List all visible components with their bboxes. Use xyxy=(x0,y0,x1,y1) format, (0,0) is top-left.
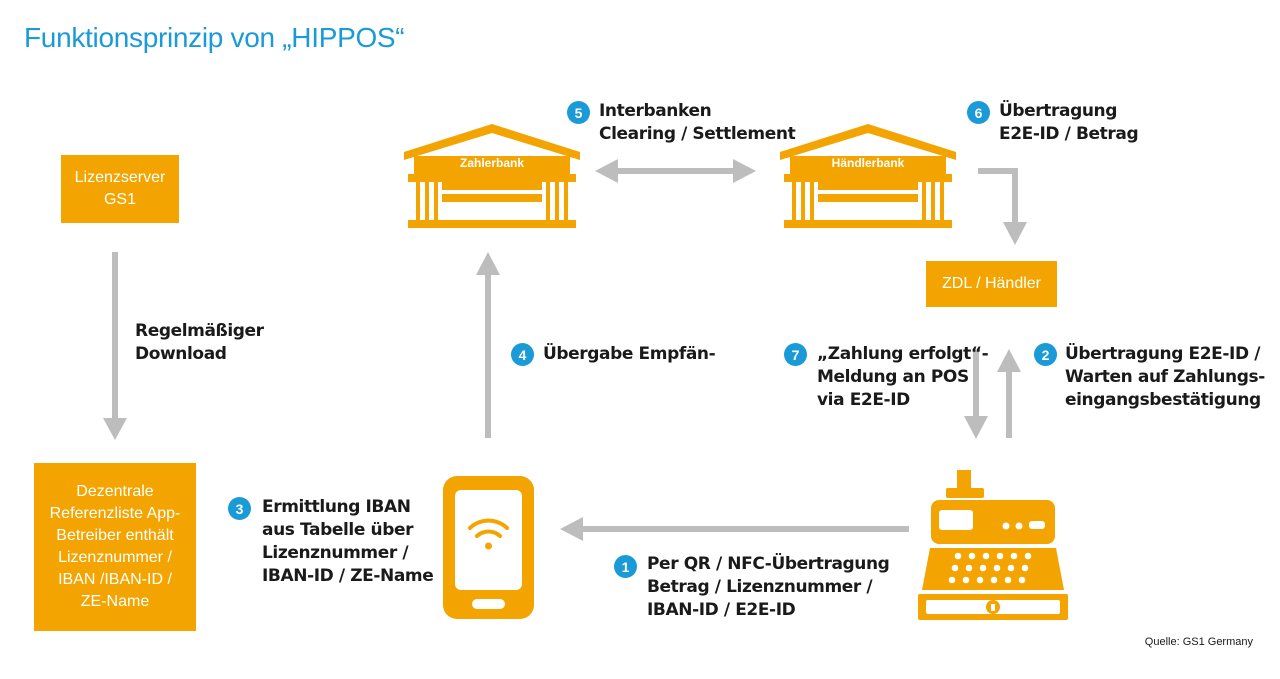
step-5-label: Interbanken Clearing / Settlement xyxy=(599,101,796,144)
license-server-box: Lizenzserver GS1 xyxy=(61,155,179,223)
step-4-badge: 4 xyxy=(511,343,534,366)
reference-list-box: Dezentrale Referenzliste App- Betreiber … xyxy=(34,463,196,631)
bank-building-icon: Zahlerbank xyxy=(404,124,580,228)
step-6-badge: 6 xyxy=(967,101,990,124)
download-label: Regelmäßiger Download xyxy=(135,321,264,364)
payer-bank-label: Zahlerbank xyxy=(460,156,524,170)
step-7-label: „Zahlung erfolgt“- Meldung an POS via E2… xyxy=(817,344,989,410)
reference-list-label: Dezentrale Referenzliste App- Betreiber … xyxy=(49,483,181,610)
qr-nfc-arrow xyxy=(576,526,909,532)
handover-arrow xyxy=(485,268,491,438)
step-3-badge: 3 xyxy=(228,497,251,520)
page-title: Funktionsprinzip von „HIPPOS“ xyxy=(24,22,405,53)
download-arrow xyxy=(112,252,118,425)
download-arrow-head xyxy=(103,418,127,440)
source-note: Quelle: GS1 Germany xyxy=(1144,636,1253,648)
interbank-arrow-head-left xyxy=(595,159,618,183)
zdl-merchant-box: ZDL / Händler xyxy=(926,261,1057,307)
step-3-label: Ermittlung IBAN aus Tabelle über Lizenzn… xyxy=(262,497,434,586)
wifi-icon xyxy=(468,518,509,550)
cash-register-icon xyxy=(918,470,1068,620)
step-1-label: Per QR / NFC-Übertragung Betrag / Lizenz… xyxy=(647,554,890,620)
step-2-badge: 2 xyxy=(1034,343,1057,366)
step-7-badge: 7 xyxy=(784,343,807,366)
merchant-bank-label: Händlerbank xyxy=(832,156,905,170)
step-6-label: Übertragung E2E-ID / Betrag xyxy=(999,101,1139,144)
step-1-badge: 1 xyxy=(614,555,637,578)
smartphone-icon xyxy=(443,476,534,619)
e2e-transfer-arrow xyxy=(1006,366,1012,438)
license-server-label: Lizenzserver GS1 xyxy=(74,169,166,208)
arrows xyxy=(103,159,1027,541)
zdl-merchant-label: ZDL / Händler xyxy=(942,275,1041,292)
transfer-arrow-head xyxy=(1003,222,1027,245)
interbank-arrow-head-right xyxy=(733,159,756,183)
payment-confirmed-arrow-head xyxy=(964,416,988,439)
transfer-arrow-vertical xyxy=(1012,168,1018,228)
e2e-transfer-arrow-head xyxy=(997,349,1021,372)
transfer-arrow xyxy=(978,168,1018,174)
payment-confirmed-arrow xyxy=(973,350,979,422)
bank-building-icon: Händlerbank xyxy=(780,124,956,228)
qr-nfc-arrow-head xyxy=(560,517,583,541)
step-5-badge: 5 xyxy=(567,101,590,124)
step-4-label: Übergabe Empfän- xyxy=(543,344,716,364)
handover-arrow-head xyxy=(476,252,500,275)
step-2-label: Übertragung E2E-ID / Warten auf Zahlungs… xyxy=(1065,344,1265,410)
interbank-arrow xyxy=(612,168,738,174)
